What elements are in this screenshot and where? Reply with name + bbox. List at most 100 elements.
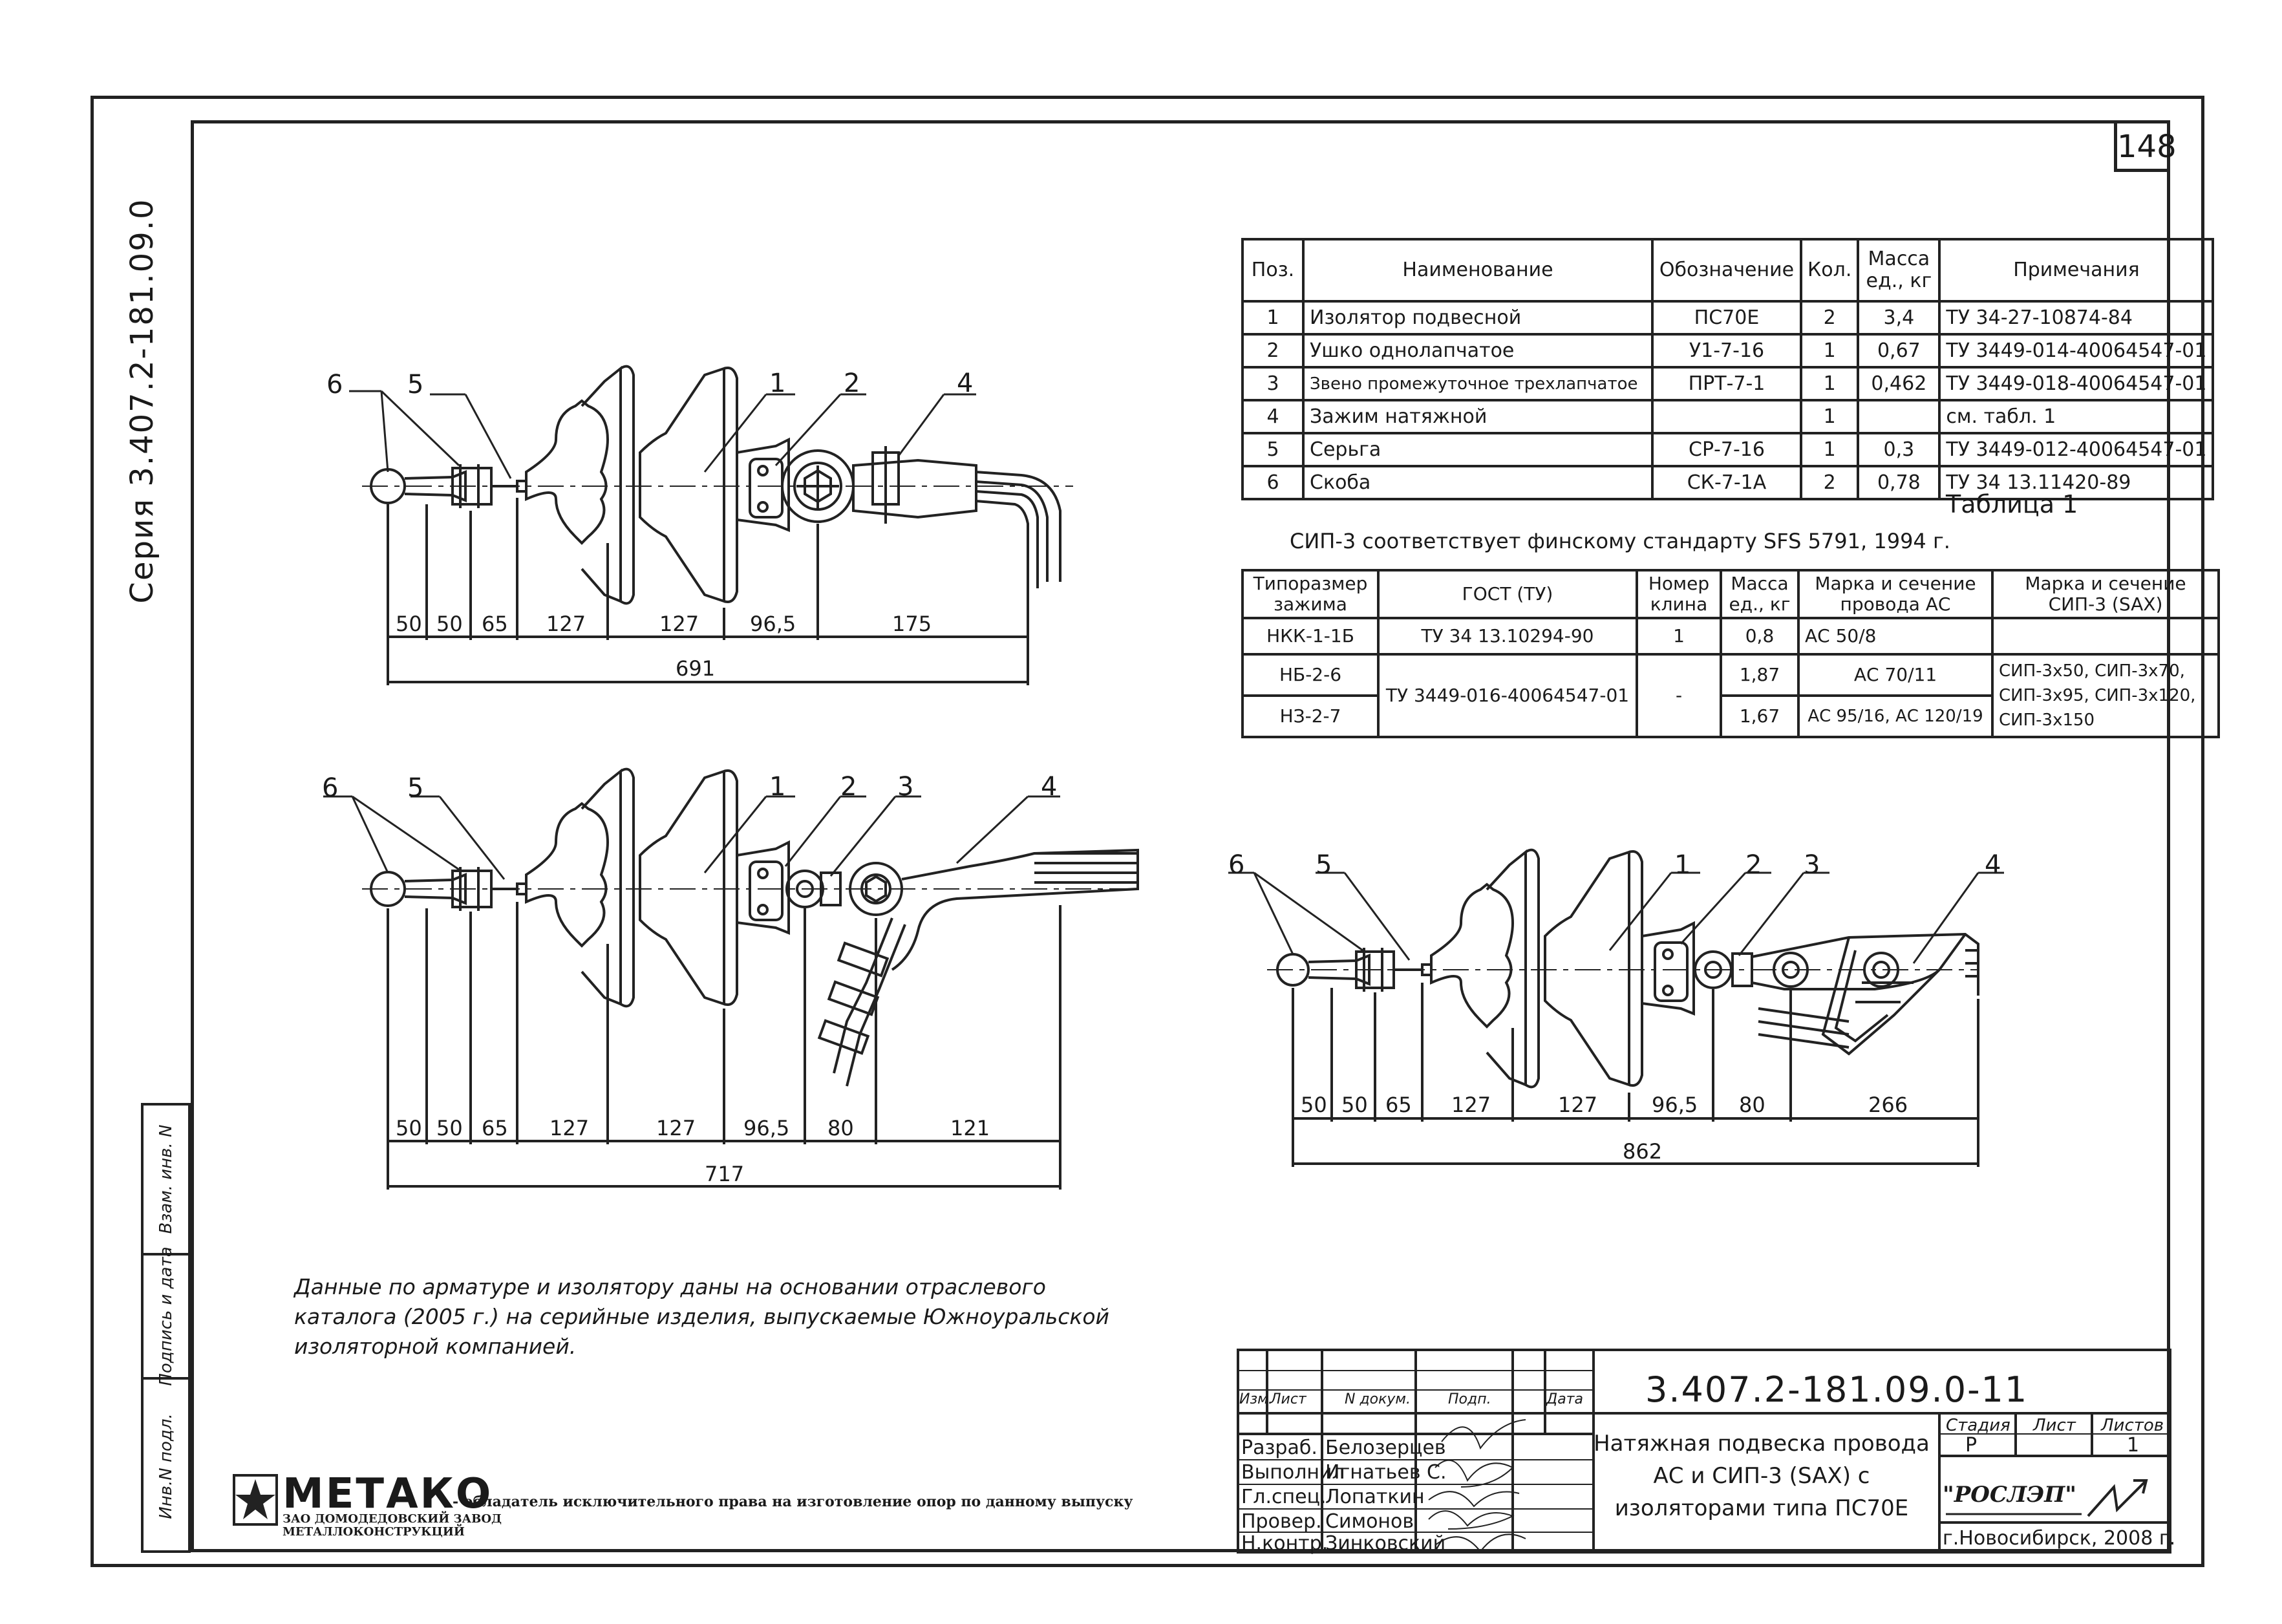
signature-marks [1428, 1419, 1526, 1553]
d2-label: 4 [1041, 772, 1058, 802]
tb-role: Провер. [1241, 1510, 1322, 1533]
tb-role: Гл.спец. [1241, 1486, 1327, 1508]
d2-label: 1 [769, 772, 786, 802]
d3-total: 862 [1623, 1139, 1663, 1164]
drawing-3 [1228, 848, 2004, 1167]
d2-total: 717 [705, 1162, 745, 1186]
d1-dim: 175 [892, 612, 932, 636]
standard-note: СИП-3 соответствует финскому стандарту S… [1290, 529, 1950, 553]
d1-label: 5 [407, 370, 424, 400]
wire-table: Типоразмер зажима ГОСТ (ТУ) Номер клина … [1241, 569, 2220, 738]
d2-label: 6 [322, 773, 339, 803]
tb-sheet-header: Лист [2033, 1416, 2076, 1435]
d2-dim: 121 [950, 1116, 990, 1140]
d2-dim: 50 [436, 1116, 463, 1140]
d1-dim: 65 [482, 612, 508, 636]
d2-dim: 96,5 [743, 1116, 790, 1140]
d3-dim: 266 [1868, 1093, 1908, 1117]
table-row: НБ-2-6 ТУ 3449-016-40064547-01 - 1,87 АС… [1241, 653, 2220, 738]
d3-dim: 80 [1739, 1093, 1765, 1117]
tb-person: Симонов [1325, 1510, 1414, 1533]
d2-dim: 50 [396, 1116, 422, 1140]
d2-dim: 127 [549, 1116, 590, 1140]
tb-col-izm: Изм. [1239, 1391, 1273, 1407]
side-cell-sign: Подпись и дата [144, 1246, 188, 1386]
drawing-1 [349, 365, 1073, 685]
metako-rights: - обладатель исключительного права на из… [453, 1493, 1133, 1510]
d1-label: 6 [326, 370, 343, 400]
tb-person: Игнатьев С. [1325, 1461, 1447, 1484]
d3-dim: 127 [1451, 1093, 1491, 1117]
tb-stage-value: Р [1965, 1434, 1978, 1457]
note-text: Данные по арматуре и изолятору даны на о… [294, 1274, 1109, 1359]
d2-dim: 65 [482, 1116, 508, 1140]
table-row: НЗ-2-7 1,67 АС 95/16, АС 120/19 [1241, 694, 2219, 738]
d3-dim: 65 [1385, 1093, 1412, 1117]
tb-col-doc: N докум. [1345, 1391, 1411, 1407]
tb-col-list: Лист [1270, 1391, 1306, 1407]
tb-role: Н.контр. [1241, 1532, 1328, 1555]
d1-dim: 127 [546, 612, 586, 636]
spec-table: Поз. Наименование Обозначение Кол. Масса… [1241, 238, 2215, 500]
d3-dim: 50 [1341, 1093, 1368, 1117]
tb-person: Белозерцев [1325, 1437, 1446, 1459]
d1-dim: 50 [396, 612, 422, 636]
side-strip: Инв.N подл. Подпись и дата Взам. инв. N [141, 1103, 191, 1553]
table1-label: Таблица 1 [1946, 490, 2078, 518]
d3-dim: 96,5 [1652, 1093, 1698, 1117]
d2-label: 2 [840, 772, 857, 802]
d3-dim: 50 [1301, 1093, 1327, 1117]
tb-sheets-header: Листов [2101, 1416, 2164, 1435]
metako-sub: ЗАО ДОМОДЕДОВСКИЙ ЗАВОД МЕТАЛЛОКОНСТРУКЦ… [283, 1512, 502, 1539]
d2-label: 3 [897, 772, 914, 802]
d3-label: 4 [1985, 850, 2001, 880]
metako-logo-text: МЕТАКО [283, 1470, 493, 1518]
tb-col-sign: Подп. [1448, 1391, 1491, 1407]
tb-stage-header: Стадия [1946, 1416, 2010, 1435]
tb-role: Выполнил [1241, 1461, 1345, 1484]
org-city: г.Новосибирск, 2008 г. [1943, 1527, 2176, 1550]
org-name: "РОСЛЭП" [1943, 1482, 2076, 1508]
wire-table-header: Типоразмер зажима ГОСТ (ТУ) Номер клина … [1241, 569, 2220, 619]
tb-person: Лопаткин [1325, 1486, 1425, 1508]
drawing-2 [323, 767, 1139, 1190]
d1-dim: 96,5 [750, 612, 796, 636]
d1-label: 4 [957, 369, 974, 398]
document-code: 3.407.2-181.09.0-11 [1645, 1369, 2029, 1410]
tb-col-date: Дата [1546, 1391, 1583, 1407]
d1-dim: 127 [659, 612, 699, 636]
title-block-grid [1237, 1349, 2171, 1554]
d3-label: 3 [1804, 850, 1820, 880]
d1-label: 1 [769, 369, 786, 398]
rosldp-logo-mark [1946, 1479, 2148, 1517]
sheet-outer-frame [91, 96, 2204, 1567]
d2-dim: 80 [827, 1116, 854, 1140]
metako-star-icon [233, 1474, 278, 1526]
spec-table-header: Поз. Наименование Обозначение Кол. Масса… [1241, 238, 2215, 303]
d1-dim: 50 [436, 612, 463, 636]
d2-label: 5 [407, 773, 424, 803]
side-cell-inv: Инв.N подл. [144, 1377, 188, 1553]
tb-person: Зинковский [1325, 1532, 1446, 1555]
d3-dim: 127 [1558, 1093, 1598, 1117]
drawing-frame [191, 120, 2170, 1552]
sheet-number: 148 [2114, 120, 2177, 172]
d1-label: 2 [844, 369, 860, 398]
d3-label: 5 [1316, 850, 1332, 880]
document-title: Натяжная подвеска провода АС и СИП-3 (SA… [1594, 1431, 1930, 1521]
d3-label: 1 [1674, 850, 1691, 880]
d2-dim: 127 [656, 1116, 696, 1140]
d1-total: 691 [676, 656, 716, 681]
d3-label: 6 [1228, 850, 1245, 880]
tb-role: Разраб. [1241, 1437, 1317, 1459]
d3-label: 2 [1745, 850, 1762, 880]
tb-sheets-value: 1 [2127, 1434, 2140, 1457]
